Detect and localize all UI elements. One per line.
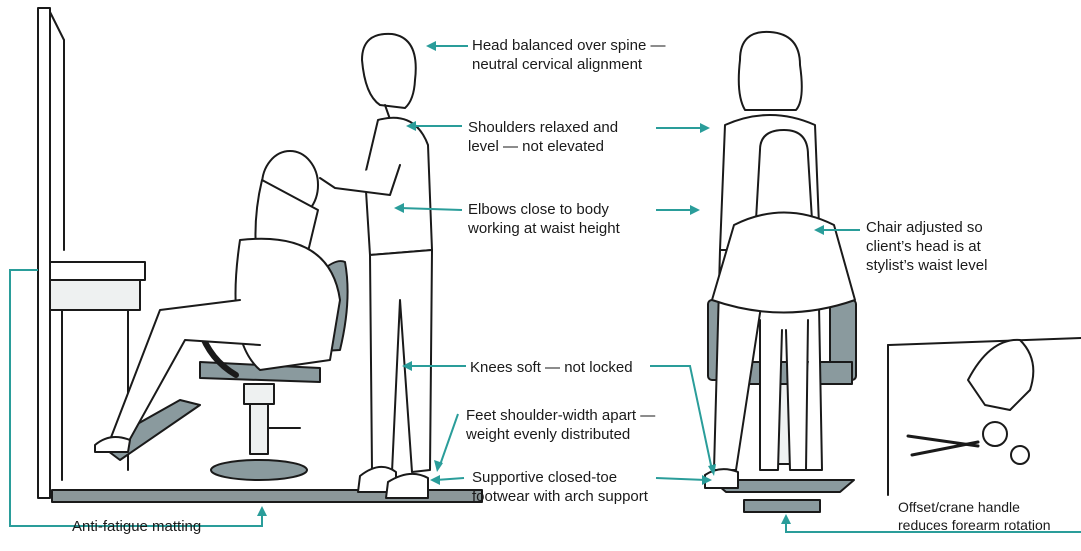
callout-shoulders: Shoulders relaxed and level — not elevat… (468, 118, 618, 156)
callout-scissors: Offset/crane handle reduces forearm rota… (898, 498, 1051, 534)
callout-chair: Chair adjusted so client’s head is at st… (866, 218, 987, 275)
callout-footwear: Supportive closed-toe footwear with arch… (472, 468, 648, 506)
callout-feet: Feet shoulder-width apart — weight evenl… (466, 406, 655, 444)
callout-elbows: Elbows close to body working at waist he… (468, 200, 620, 238)
callout-head: Head balanced over spine — neutral cervi… (472, 36, 665, 74)
callout-matting: Anti-fatigue matting (72, 517, 201, 536)
scissors-inset (888, 338, 1081, 495)
callout-knees: Knees soft — not locked (470, 358, 633, 377)
